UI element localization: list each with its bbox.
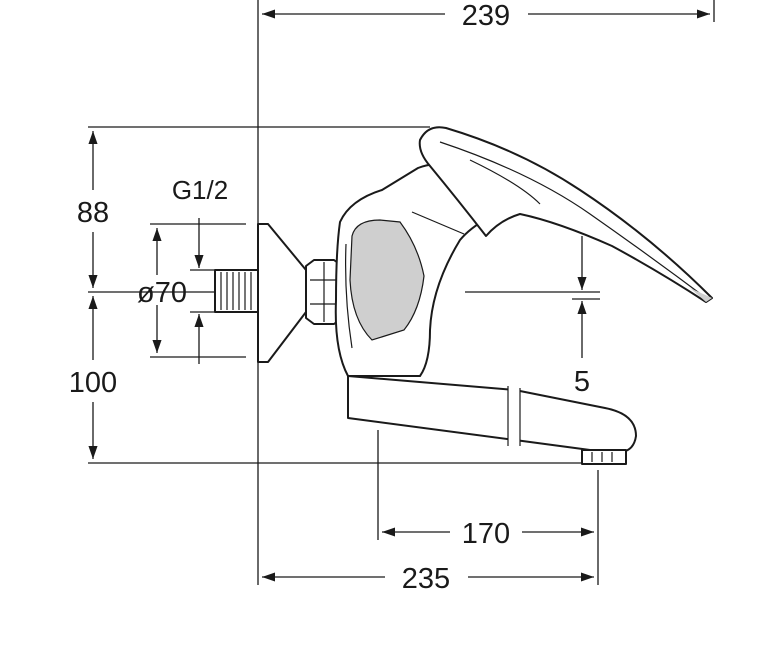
lever-height-label: 88	[77, 197, 109, 229]
dimension-lines	[88, 9, 710, 582]
overall-length-label: 239	[462, 0, 510, 32]
thread-size-label: G1/2	[172, 175, 228, 205]
spout	[347, 375, 637, 465]
mixer-body	[334, 163, 489, 377]
outlet-height-label: 100	[69, 367, 117, 399]
lever-handle	[418, 126, 713, 303]
spout-reach-label: 170	[462, 518, 510, 550]
threaded-connector	[214, 269, 260, 313]
base-length-label: 235	[402, 563, 450, 595]
flange-diameter-label: ø70	[137, 277, 187, 309]
wall-flange	[257, 223, 307, 363]
extension-lines	[88, 0, 715, 585]
lever-clearance-label: 5	[574, 366, 590, 398]
